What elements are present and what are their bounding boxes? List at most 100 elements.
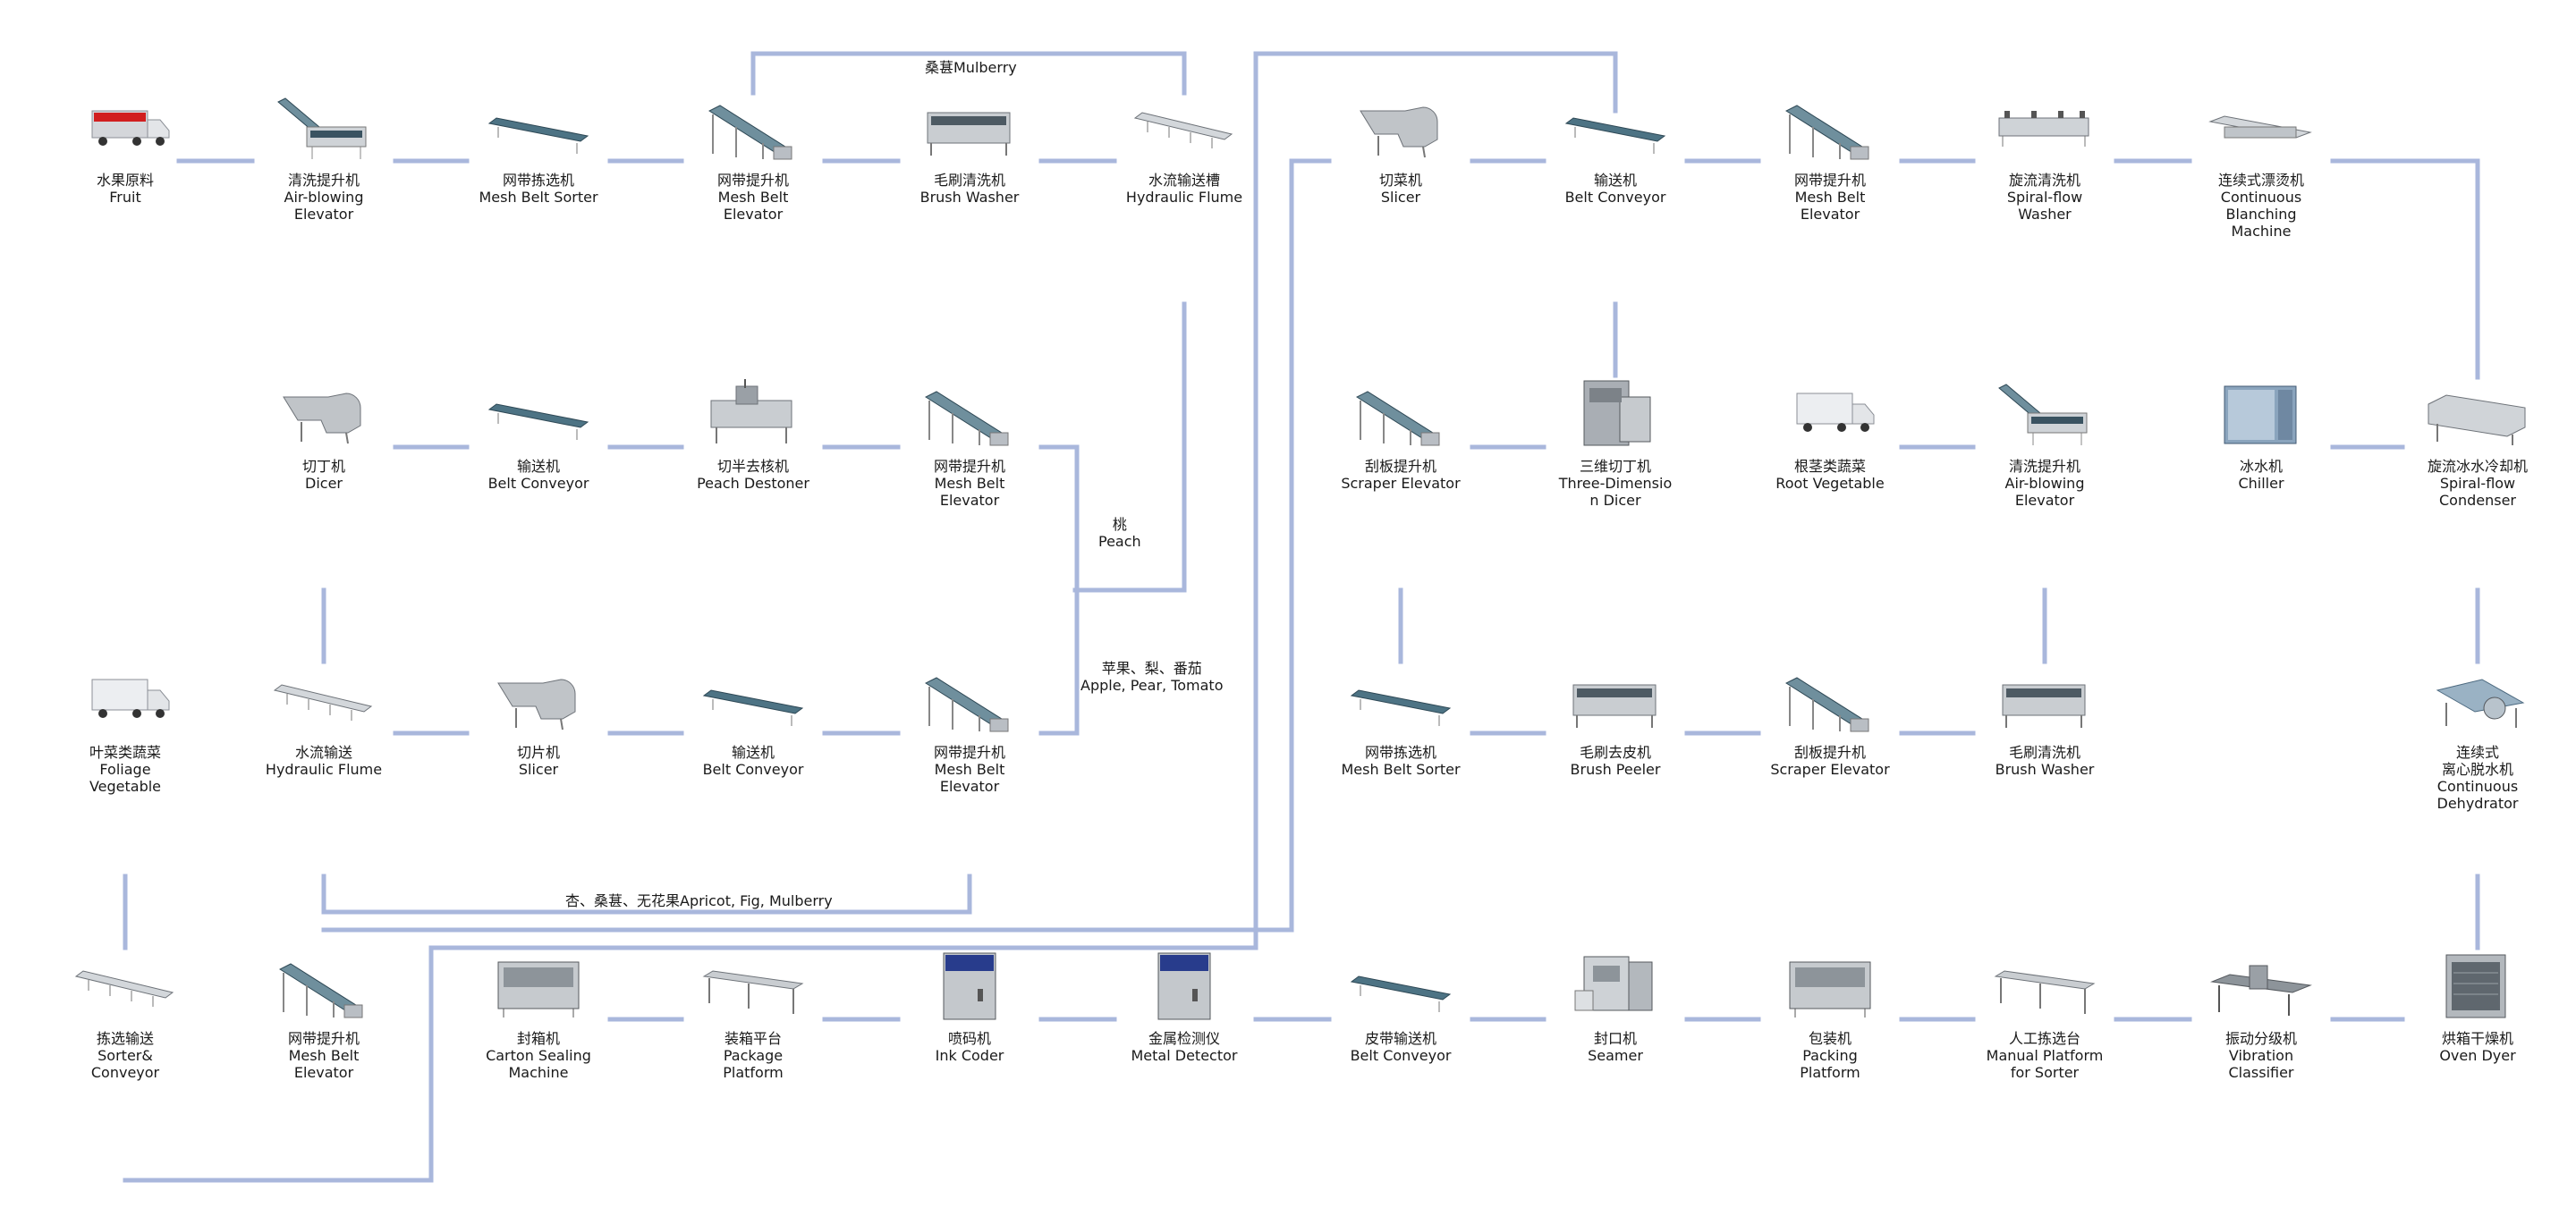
machine-label-line: Mesh Belt [288,1047,360,1064]
machine-label-line: Spiral-flow [2006,189,2083,206]
machine-label-line: Elevator [939,492,1000,509]
machine-label-line: 网带拣选机 [502,172,574,189]
machine-label-line: Oven Dyer [2439,1047,2516,1064]
belt-conveyor-icon [1350,975,1452,1012]
machine-label-line: 切丁机 [301,458,345,475]
machine-label-line: 皮带输送机 [1364,1030,1436,1047]
machine-label-line: Slicer [1380,189,1421,206]
machine-label-line: Conveyor [90,1064,160,1081]
machine-label-line: 人工拣选台 [2008,1030,2080,1047]
machine-label-line: Elevator [2014,492,2075,509]
machine-label-line: 网带提升机 [716,172,789,189]
machine-label-line: Three-Dimensio [1558,475,1673,492]
machine-label-line: 网带提升机 [1793,172,1866,189]
brush-washer-icon [2002,684,2086,728]
machine-label-line: 网带提升机 [287,1030,360,1047]
machine-label-line: 毛刷清洗机 [2008,744,2080,761]
machine-label-line: 刮板提升机 [1793,744,1866,761]
flume-icon [74,970,174,1007]
machine-label-line: 包装机 [1808,1030,1852,1047]
machine-label-line: 水流输送槽 [1148,172,1220,189]
machine-label-line: Platform [723,1064,784,1081]
blancher-icon [2208,115,2312,139]
machine-label-line: Hydraulic Flume [265,761,383,778]
machine-label-line: Foliage [99,761,151,778]
machine-label-line: 输送机 [516,458,560,475]
machine-label-line: Machine [508,1064,569,1081]
machine-label-line: Root Vegetable [1775,475,1885,492]
machine-label-line: 毛刷清洗机 [933,172,1005,189]
machine-label-line: Elevator [939,778,1000,795]
machine-label-line: Elevator [293,1064,354,1081]
washer-elevator-icon [1998,384,2088,445]
apple-note-zh: 苹果、梨、番茄 [1101,660,1202,677]
apple-note-en: Apple, Pear, Tomato [1080,677,1224,694]
machine-label-line: Scraper Elevator [1341,475,1461,492]
peach-note-en: Peach [1098,533,1141,550]
machine-label-line: Brush Washer [1995,761,2095,778]
machine-label-line: Seamer [1588,1047,1643,1064]
mulberry-route-note: 桑葚Mulberry [925,59,1017,76]
brush-washer-icon [927,112,1011,156]
incline-elevator-icon [708,105,792,160]
machine-label-line: 冰水机 [2239,458,2283,475]
peach-note-zh: 桃 [1112,516,1127,533]
machine-label-line: 清洗提升机 [2008,458,2080,475]
machine-label-line: Belt Conveyor [1350,1047,1452,1064]
brush-washer-icon [1572,684,1657,728]
incline-elevator-icon [1355,391,1440,446]
machine-label-line: 输送机 [731,744,775,761]
incline-elevator-icon [924,391,1009,446]
machine-label-line: Belt Conveyor [487,475,589,492]
machine-label-line: 烘箱干燥机 [2441,1030,2513,1047]
machine-label-line: 装箱平台 [724,1030,782,1047]
incline-elevator-icon [924,677,1009,732]
washer-elevator-icon [277,97,367,159]
machine-label-line: Carton Sealing [486,1047,591,1064]
cabinet-dicer-icon [1583,380,1651,446]
machine-label-line: Elevator [1800,206,1860,223]
truck-white-icon [91,679,170,718]
machine-label-line: Brush Washer [919,189,1020,206]
packer-icon [1789,961,1871,1018]
machine-label-line: for Sorter [2010,1064,2080,1081]
machine-label-line: 网带提升机 [933,458,1005,475]
machine-label-line: Mesh Belt Sorter [479,189,598,206]
machine-label-line: Classifier [2228,1064,2294,1081]
detector-icon [943,952,996,1020]
peach-route-note: 桃 Peach [1098,516,1141,550]
machine-label-line: 输送机 [1593,172,1637,189]
machine-label-line: Mesh Belt Sorter [1341,761,1461,778]
machine-label-line: Belt Conveyor [1564,189,1666,206]
slicer-icon [1360,106,1438,158]
